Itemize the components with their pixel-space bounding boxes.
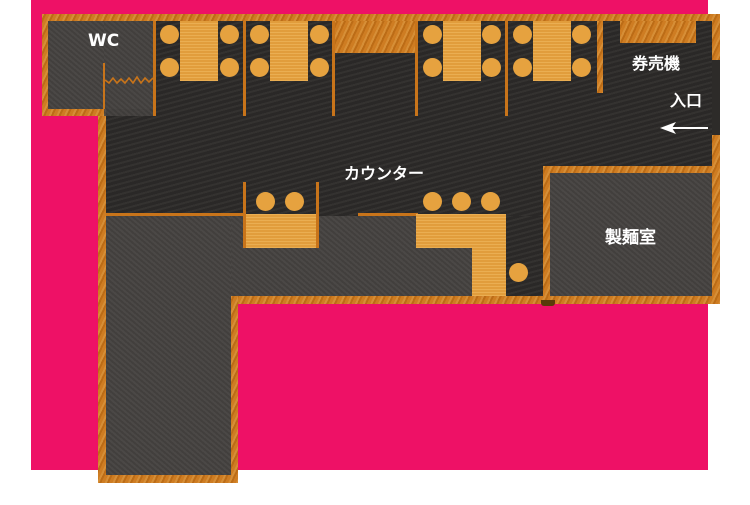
- entrance-arrow-icon: [660, 122, 708, 134]
- counter-line-left: [106, 213, 246, 216]
- door-icon[interactable]: [541, 300, 555, 306]
- seat: [310, 25, 329, 44]
- noodle-room: [550, 173, 712, 296]
- counter-small-side-right: [316, 182, 319, 248]
- wc-hallway: [104, 21, 153, 116]
- seat: [513, 58, 532, 77]
- counter-main-side: [472, 248, 506, 296]
- background-cutout-left: [31, 116, 98, 470]
- seat: [160, 58, 179, 77]
- seat: [423, 25, 442, 44]
- wc-partition: [103, 63, 105, 109]
- seat: [481, 192, 500, 211]
- seat: [482, 25, 501, 44]
- kitchen-aisle: [506, 216, 544, 296]
- seat: [423, 58, 442, 77]
- table-1: [180, 21, 218, 81]
- seat: [256, 192, 275, 211]
- seat: [220, 25, 239, 44]
- seat: [310, 58, 329, 77]
- wc-label: WC: [88, 31, 120, 51]
- seat: [250, 58, 269, 77]
- seat: [509, 263, 528, 282]
- outside-bottom-right: [238, 470, 750, 505]
- seat: [160, 25, 179, 44]
- seat: [513, 25, 532, 44]
- seat: [285, 192, 304, 211]
- counter-label: カウンター: [344, 164, 425, 183]
- noodle-room-label: 製麺室: [605, 228, 656, 248]
- partition-3: [332, 21, 335, 116]
- seat: [423, 192, 442, 211]
- wall-band-middle: [334, 21, 416, 53]
- lower-wing-floor: [106, 216, 231, 475]
- counter-line-right: [358, 213, 418, 216]
- curtain-icon: [105, 75, 153, 85]
- wall-post-right: [597, 21, 603, 93]
- entrance-label[interactable]: 入口: [670, 91, 703, 110]
- seat: [250, 25, 269, 44]
- counter-small: [246, 214, 316, 248]
- partition-4: [415, 21, 418, 116]
- wall-band-right: [620, 21, 696, 43]
- counter-main-top: [416, 214, 506, 248]
- table-3: [443, 21, 481, 81]
- seat: [482, 58, 501, 77]
- partition-2: [243, 21, 246, 116]
- table-2: [270, 21, 308, 81]
- ticket-machine-label: 券売機: [632, 54, 681, 73]
- seat: [220, 58, 239, 77]
- table-4: [533, 21, 571, 81]
- seat: [452, 192, 471, 211]
- entrance-opening[interactable]: [712, 60, 720, 135]
- partition-1: [153, 21, 156, 116]
- seat: [572, 58, 591, 77]
- partition-5: [505, 21, 508, 116]
- outside-bottom: [0, 470, 98, 505]
- counter-small-side-left: [243, 182, 246, 248]
- seat: [572, 25, 591, 44]
